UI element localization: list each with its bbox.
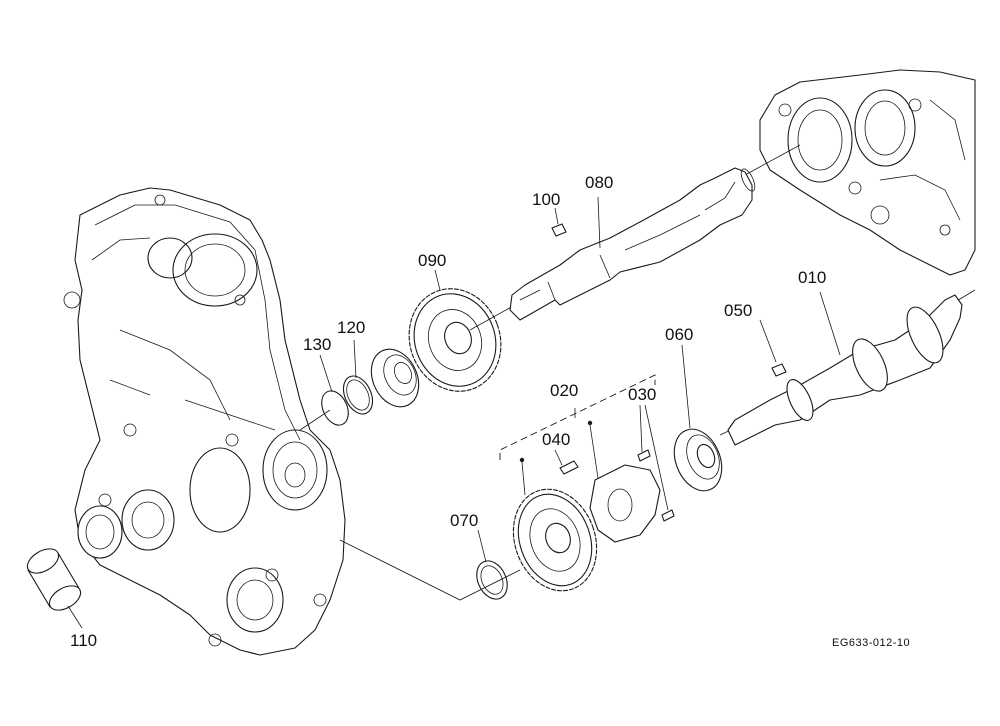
idler-bearing xyxy=(370,348,420,408)
callout-080: 080 xyxy=(585,173,613,192)
callout-090: 090 xyxy=(418,251,446,270)
part-090-gear xyxy=(408,269,502,392)
part-080-idler-shaft xyxy=(509,167,756,321)
part-050-key xyxy=(759,319,787,377)
callout-120: 120 xyxy=(337,318,365,337)
callout-040: 040 xyxy=(542,430,570,449)
engine-block xyxy=(759,69,976,276)
callout-labels: 010 020 030 040 050 060 070 080 090 100 … xyxy=(70,173,826,650)
diagram-reference-code: EG633-012-10 xyxy=(832,637,910,649)
callout-060: 060 xyxy=(665,325,693,344)
part-070-ring xyxy=(476,529,508,600)
callout-070: 070 xyxy=(450,511,478,530)
part-110-bushing xyxy=(26,548,83,629)
case-oil-seal xyxy=(77,505,123,559)
callout-100: 100 xyxy=(532,190,560,209)
callout-050: 050 xyxy=(724,301,752,320)
gear-case xyxy=(63,187,346,656)
part-030-bolts xyxy=(637,404,675,522)
callout-030: 030 xyxy=(628,385,656,404)
part-060-bearing xyxy=(673,344,723,492)
callout-010: 010 xyxy=(798,268,826,287)
callout-020: 020 xyxy=(550,381,578,400)
part-100-key xyxy=(551,207,567,237)
part-020-gear-assembly xyxy=(499,374,675,592)
part-130-o-ring xyxy=(319,354,349,426)
part-010-camshaft xyxy=(727,291,963,446)
assembly-axis-lines xyxy=(299,144,976,601)
callout-130: 130 xyxy=(303,335,331,354)
callout-110: 110 xyxy=(70,631,97,650)
part-120-ring xyxy=(342,339,374,415)
part-040-pin xyxy=(554,449,579,475)
